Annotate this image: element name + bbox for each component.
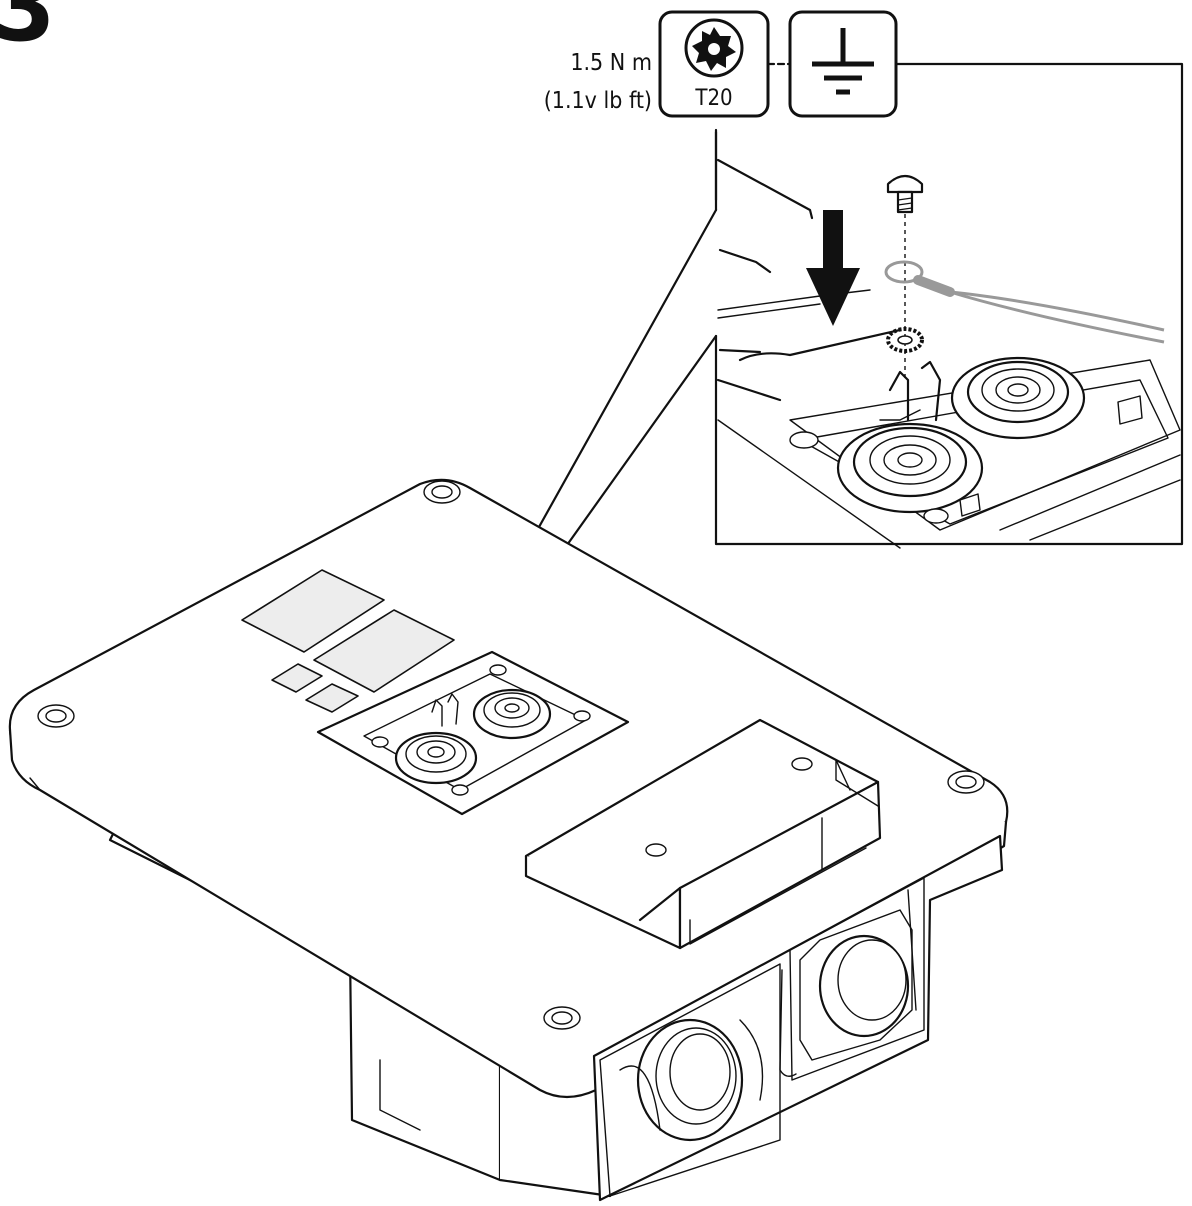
zoom-frame-right xyxy=(714,62,1184,546)
type2-socket-left xyxy=(599,963,781,1197)
torx-icon xyxy=(684,18,744,78)
label-area xyxy=(241,569,385,653)
torque-value-nm: 1.5 N m xyxy=(570,50,652,76)
label-area xyxy=(313,609,455,693)
gland-main-large xyxy=(394,731,478,785)
torx-t20-tool-box: T20 xyxy=(658,10,770,118)
down-arrow-icon xyxy=(806,210,860,326)
torque-callout: 1.5 N m (1.1v lb ft) xyxy=(544,50,652,114)
mount-hole xyxy=(789,431,819,449)
mount-hole xyxy=(923,508,949,524)
tool-bit-label: T20 xyxy=(694,86,732,111)
zoom-detail-panel xyxy=(716,158,1181,549)
cable-gland-large xyxy=(836,422,984,514)
ground-wire-ring-terminal xyxy=(884,260,1165,344)
cover-box xyxy=(524,718,882,950)
cable-gland-small xyxy=(950,356,1086,440)
serrated-lock-washer xyxy=(886,327,924,353)
step-number: 3 xyxy=(0,0,55,64)
charger-housing xyxy=(8,478,1009,1202)
gland-main-small xyxy=(472,688,552,740)
type2-socket-right xyxy=(779,877,925,1081)
gland-plate xyxy=(316,650,630,816)
screw xyxy=(886,174,924,214)
ground-symbol-icon xyxy=(788,10,898,118)
torque-value-lbft: (1.1v lb ft) xyxy=(544,88,652,114)
